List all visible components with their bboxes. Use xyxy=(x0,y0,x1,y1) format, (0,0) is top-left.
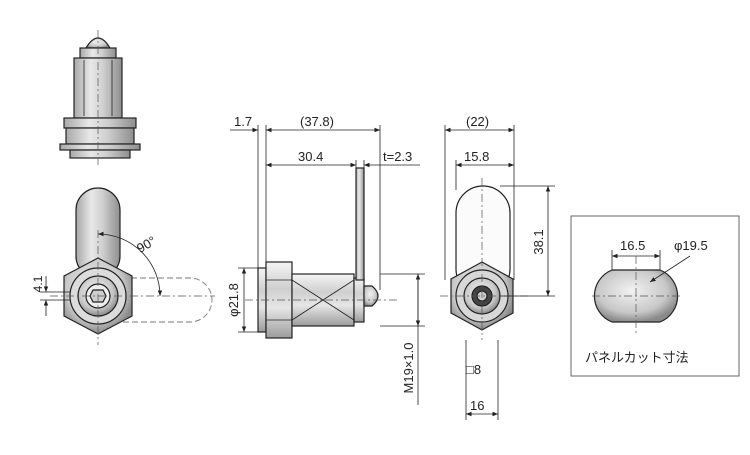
flange-thickness-label: 1.7 xyxy=(234,114,252,129)
hex-across-label: 16 xyxy=(470,398,484,413)
flange-diameter-label: φ21.8 xyxy=(226,283,241,317)
cam-offset-label: 15.8 xyxy=(464,149,489,164)
side-view xyxy=(245,167,400,339)
body-length-label: 30.4 xyxy=(298,149,323,164)
rear-view xyxy=(440,178,530,340)
cam-thickness-label: t=2.3 xyxy=(383,149,412,164)
keyhole-dim-label: 4.1 xyxy=(31,275,45,292)
cam-width-label: (22) xyxy=(466,114,489,129)
key-square-label: □8 xyxy=(466,362,481,377)
rear-dimension-lines xyxy=(444,125,555,420)
top-view xyxy=(59,30,141,165)
front-view xyxy=(40,187,215,345)
overall-length-label: (37.8) xyxy=(300,114,334,129)
cutout-width-label: 16.5 xyxy=(620,238,645,253)
rotation-angle-label: 90° xyxy=(134,233,159,256)
cam-length-label: 38.1 xyxy=(531,229,546,254)
panel-cutout-caption: パネルカット寸法 xyxy=(585,351,689,366)
thread-label: M19×1.0 xyxy=(401,343,416,394)
panel-cutout-box xyxy=(570,215,740,377)
cutout-diameter-label: φ19.5 xyxy=(674,238,708,253)
side-dimension-lines xyxy=(230,125,425,405)
